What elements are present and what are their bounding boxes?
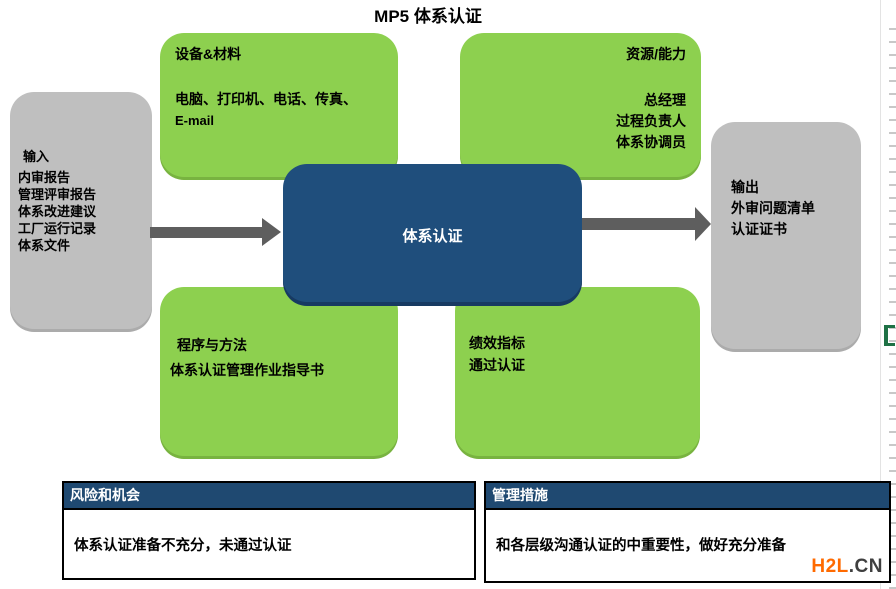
risks-panel-header: 风险和机会 bbox=[64, 483, 474, 510]
resources-item: 体系协调员 bbox=[616, 134, 686, 150]
output-title: 输出 bbox=[731, 179, 759, 195]
equipment-materials-box: 设备&材料 电脑、打印机、电话、传真、 E-mail bbox=[160, 33, 398, 180]
input-item: 管理评审报告 bbox=[18, 187, 97, 202]
resources-item: 总经理 bbox=[644, 92, 686, 108]
diagram-title: MP5 体系认证 bbox=[374, 7, 482, 26]
methods-line: 体系认证管理作业指导书 bbox=[170, 362, 324, 378]
process-label: 体系认证 bbox=[402, 227, 463, 245]
output-arrow-head-icon bbox=[695, 207, 711, 241]
risks-opportunities-panel: 风险和机会 体系认证准备不充分，未通过认证 bbox=[62, 481, 476, 580]
input-item: 体系改进建议 bbox=[18, 204, 97, 219]
h2l-watermark-logo: H2L.CN bbox=[811, 556, 883, 578]
process-box: 体系认证 bbox=[283, 164, 582, 306]
output-arrow-shaft bbox=[582, 218, 696, 230]
equipment-title: 设备&材料 bbox=[175, 46, 242, 62]
input-item: 工厂运行记录 bbox=[18, 221, 97, 236]
resources-title: 资源/能力 bbox=[626, 46, 686, 62]
input-title: 输入 bbox=[23, 149, 50, 164]
measures-panel-header: 管理措施 bbox=[486, 483, 889, 510]
equipment-line: 电脑、打印机、电话、传真、 bbox=[175, 91, 357, 107]
management-measures-panel: 管理措施 和各层级沟通认证的中重要性，做好充分准备 H2L.CN bbox=[484, 481, 891, 583]
output-box: 输出 外审问题清单 认证证书 bbox=[711, 122, 861, 352]
output-item: 外审问题清单 bbox=[731, 200, 815, 216]
kpi-line: 通过认证 bbox=[469, 357, 525, 373]
table-row-dashes bbox=[889, 28, 896, 589]
resources-items: 总经理 过程负责人 体系协调员 bbox=[470, 90, 686, 153]
input-arrow-shaft bbox=[150, 227, 263, 238]
input-item: 内审报告 bbox=[18, 170, 71, 185]
table-column-line bbox=[880, 0, 881, 589]
resources-capability-box: 资源/能力 总经理 过程负责人 体系协调员 bbox=[460, 33, 701, 180]
input-box: 输入 内审报告 管理评审报告 体系改进建议 工厂运行记录 体系文件 bbox=[10, 92, 152, 332]
procedures-methods-box: 程序与方法 体系认证管理作业指导书 bbox=[160, 287, 398, 459]
logo-text-secondary: .CN bbox=[848, 556, 883, 577]
input-item: 体系文件 bbox=[18, 238, 71, 253]
risks-panel-body: 体系认证准备不充分，未通过认证 bbox=[74, 538, 292, 554]
methods-title: 程序与方法 bbox=[177, 337, 247, 353]
clipped-bracket-icon bbox=[884, 325, 895, 346]
measures-panel-body: 和各层级沟通认证的中重要性，做好充分准备 bbox=[496, 538, 786, 554]
logo-text-primary: H2L bbox=[811, 556, 849, 577]
input-arrow-head-icon bbox=[262, 218, 281, 246]
equipment-line-email: E-mail bbox=[175, 113, 215, 128]
performance-indicators-box: 绩效指标 通过认证 bbox=[455, 287, 700, 459]
output-item: 认证证书 bbox=[731, 221, 787, 237]
resources-item: 过程负责人 bbox=[616, 113, 686, 129]
kpi-line: 绩效指标 bbox=[469, 335, 525, 351]
